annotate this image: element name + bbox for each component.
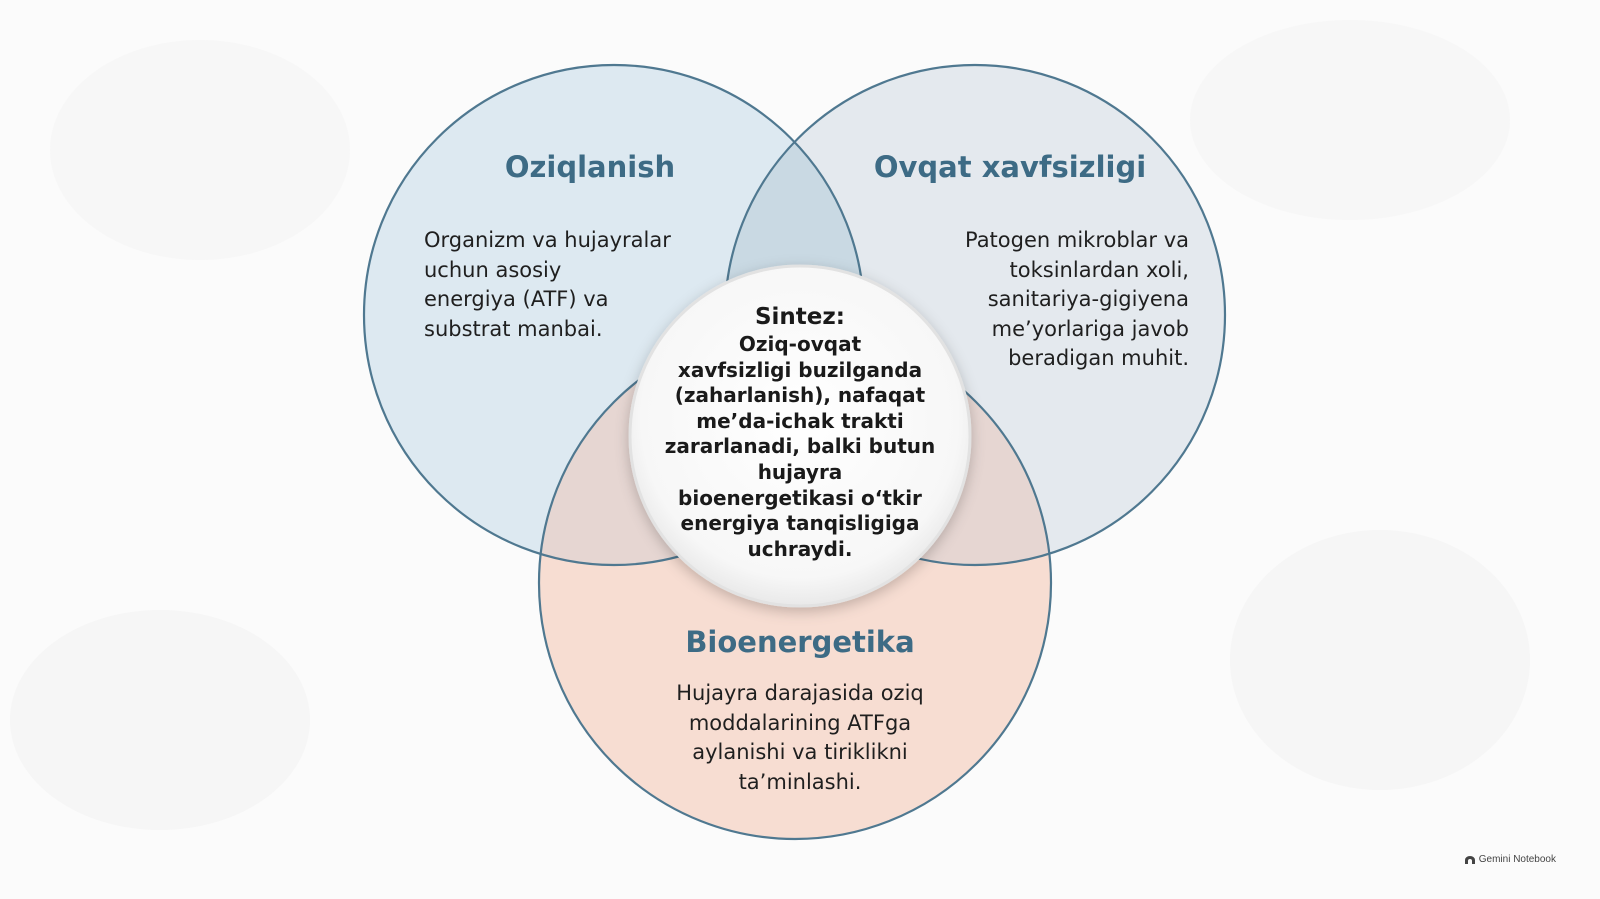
title-bioenergetika: Bioenergetika bbox=[685, 625, 915, 659]
text-oziqlanish: Organizm va hujayralar uchun asosiy ener… bbox=[424, 228, 671, 341]
text-bioenergetika: Hujayra darajasida oziq moddalarining AT… bbox=[676, 681, 924, 794]
background-decoration bbox=[10, 20, 1530, 830]
title-oziqlanish: Oziqlanish bbox=[504, 150, 676, 184]
center-synthesis: Sintez: Oziq-ovqat xavfsizligi buzilgand… bbox=[640, 302, 960, 562]
center-body: Oziq-ovqat xavfsizligi buzilganda (zahar… bbox=[664, 332, 936, 561]
title-ovqat-xavfsizligi: Ovqat xavfsizligi bbox=[873, 150, 1147, 184]
center-disc bbox=[628, 264, 972, 608]
brand-watermark: Gemini Notebook bbox=[1464, 854, 1556, 865]
center-title: Sintez: bbox=[754, 304, 845, 330]
notebook-icon bbox=[1464, 855, 1475, 864]
text-ovqat-xavfsizligi: Patogen mikroblar va toksinlardan xoli, … bbox=[964, 228, 1189, 370]
brand-label: Gemini Notebook bbox=[1478, 854, 1556, 865]
